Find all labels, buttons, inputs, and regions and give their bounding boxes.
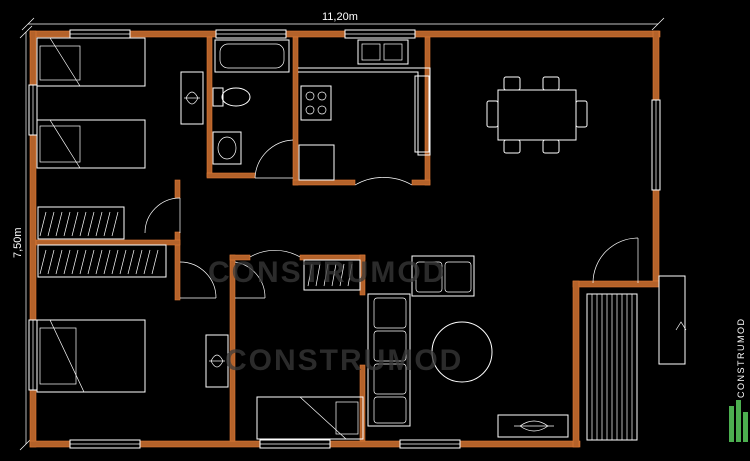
height-label: 7,50m — [12, 227, 24, 258]
single-bed — [256, 396, 364, 440]
wardrobe-3 — [303, 259, 361, 291]
wardrobe-2 — [37, 244, 167, 278]
brand-name: CONSTRUMOD — [736, 318, 746, 399]
doors — [144, 139, 639, 299]
kitchen-counter — [298, 67, 431, 156]
coffee-table — [431, 321, 493, 383]
watermark-bottom: CONSTRUMOD — [225, 344, 463, 377]
bed-top — [36, 37, 146, 87]
stove — [300, 85, 332, 121]
dining-table — [497, 89, 577, 141]
bedroom-1 — [36, 37, 204, 240]
bed-bottom — [36, 119, 146, 169]
air-conditioner-1 — [180, 71, 204, 125]
dimension-height: 7,50m — [12, 25, 33, 451]
air-conditioner-2 — [205, 334, 229, 388]
bathroom — [212, 39, 290, 165]
kitchen — [298, 39, 431, 181]
bedroom-2 — [36, 244, 229, 393]
width-label: 11,20m — [322, 11, 358, 23]
fridge — [298, 144, 335, 181]
tall-cabinet — [414, 75, 430, 153]
watermark: CONSTRUMOD CONSTRUMOD — [208, 256, 463, 377]
watermark-top: CONSTRUMOD — [208, 256, 446, 289]
bathtub — [214, 39, 290, 73]
wardrobe-1 — [37, 206, 125, 240]
kitchen-sink — [357, 39, 409, 65]
double-bed — [36, 319, 146, 393]
dimension-width: 11,20m — [21, 11, 665, 31]
brand-logo: CONSTRUMOD — [729, 318, 748, 442]
windows — [28, 29, 661, 449]
air-conditioner-3 — [497, 414, 569, 438]
dining-set — [486, 76, 588, 154]
living-room — [256, 255, 569, 440]
sofa-left — [367, 293, 411, 427]
sink — [212, 131, 242, 165]
toilet — [212, 87, 251, 107]
porch-steps — [658, 275, 686, 365]
sofa-top — [411, 255, 475, 297]
porch-deck — [586, 275, 687, 441]
